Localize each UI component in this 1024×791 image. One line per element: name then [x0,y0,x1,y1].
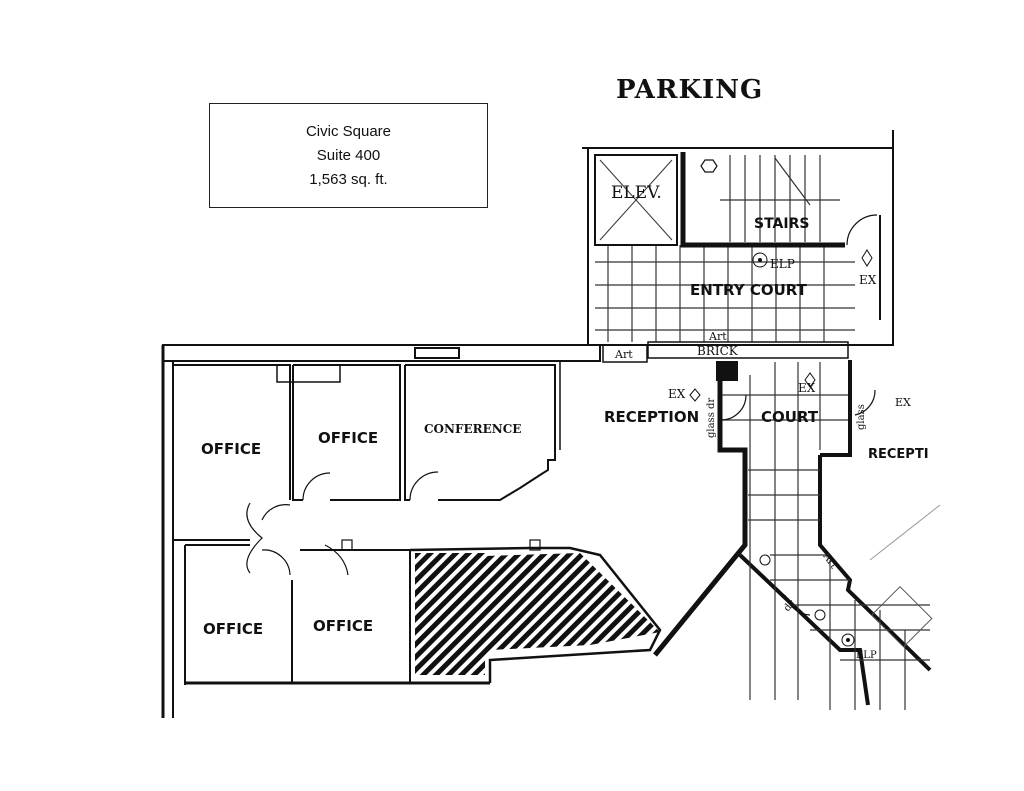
suite-info-box: Civic Square Suite 400 1,563 sq. ft. [209,103,488,208]
court-corridor [653,360,941,710]
suite-area: 1,563 sq. ft. [309,171,388,188]
elevator-label: ELEV. [611,183,662,203]
exit-label-right: EX [895,396,911,409]
exit-label-court: EX [798,381,816,395]
brick-label: BRICK [697,344,739,358]
art-label-top: Art [708,330,727,343]
entry-court-label: ENTRY COURT [690,281,808,299]
exit-label-top: EX [859,273,877,287]
reception-neighbor-label: RECEPTI [868,447,929,462]
elp-label-top: ELP [770,257,795,271]
brick-wall [162,341,849,381]
office-label-2: OFFICE [318,429,378,447]
door-label: dr [782,598,798,614]
office-label-3: OFFICE [203,620,263,638]
suite-walls [161,345,662,718]
elp-label-bottom: ELP [856,650,877,661]
reception-label: RECEPTION [604,408,699,426]
court-label: COURT [761,408,819,426]
parking-label: PARKING [616,75,763,105]
office-label-4: OFFICE [313,617,373,635]
conference-label: CONFERENCE [424,422,521,436]
stairs-label: STAIRS [754,216,809,232]
entry-court-area [582,130,894,346]
glass-door-label: glass dr [706,398,717,438]
glass-label-right: glass [856,404,867,430]
art-label-diagonal: Art [820,551,839,571]
art-label-left: Art [614,348,633,361]
office-label-1: OFFICE [201,440,261,458]
exit-label-reception: EX [668,387,686,401]
suite-number: Suite 400 [316,147,381,164]
building-name: Civic Square [305,123,392,140]
